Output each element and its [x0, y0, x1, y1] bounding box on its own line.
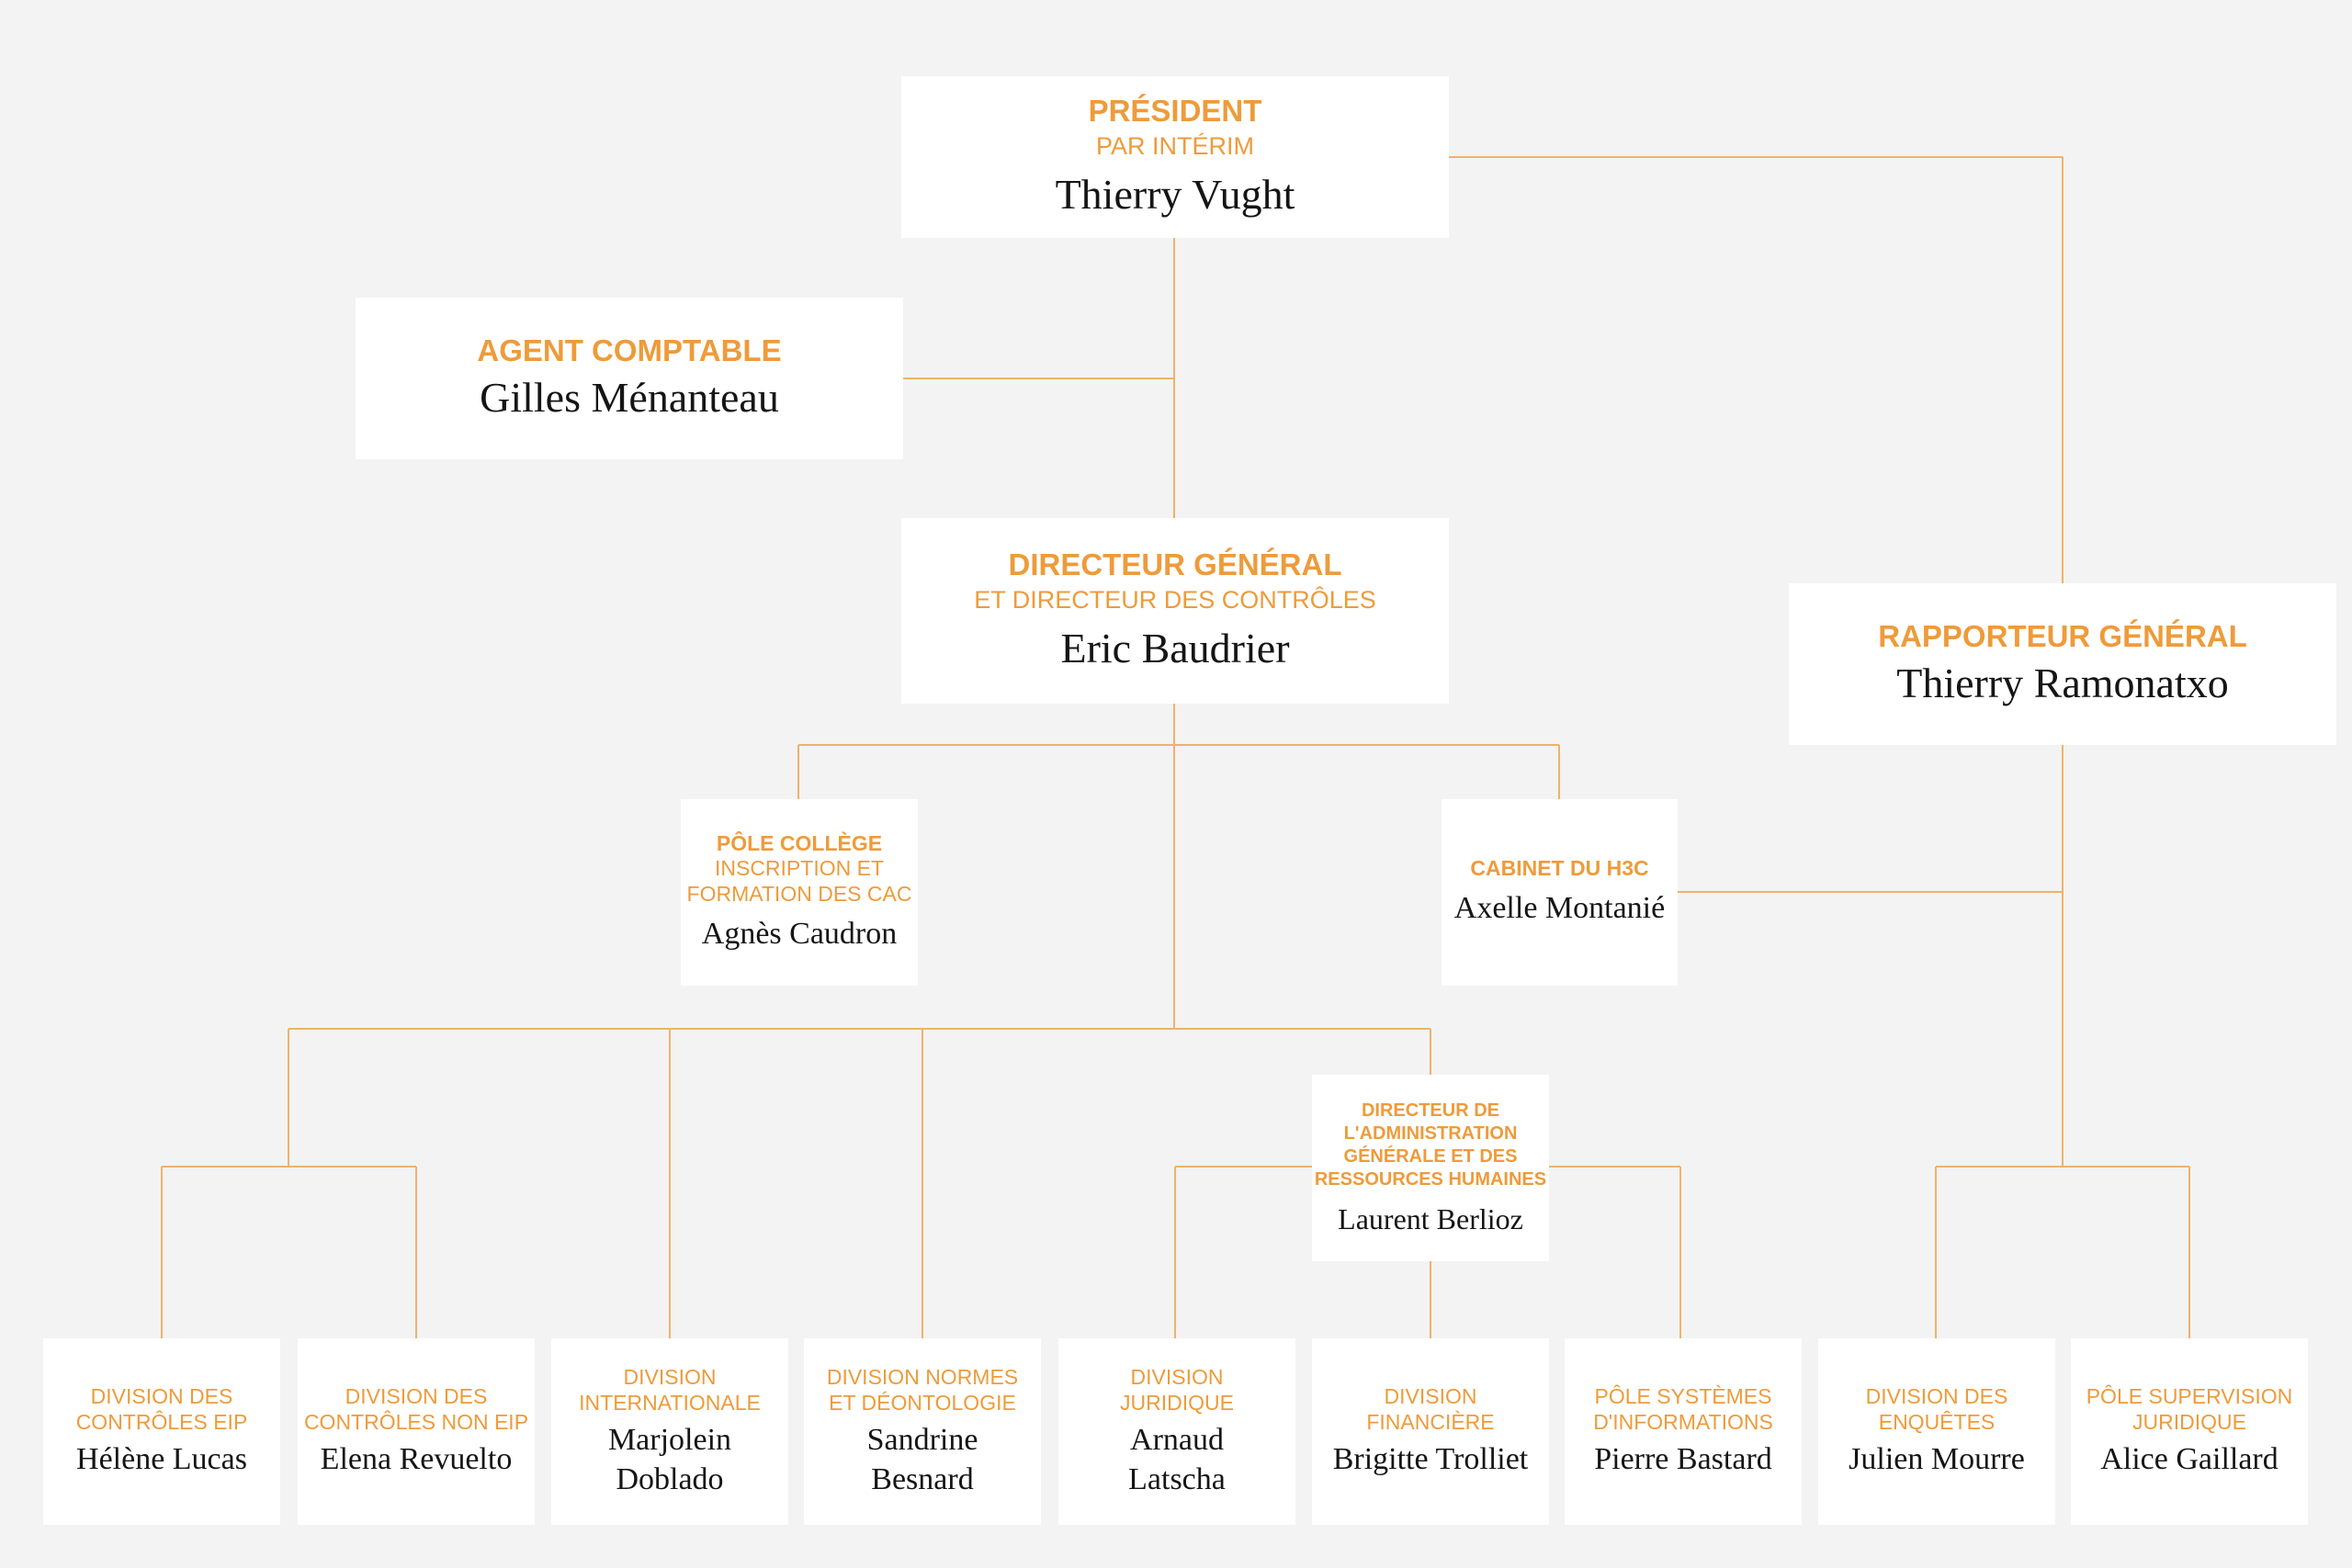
division-label-2: ENQUÊTES — [1878, 1410, 1996, 1435]
division-label-1: DIVISION NORMES — [826, 1364, 1019, 1389]
agent-comptable-role: AGENT COMPTABLE — [477, 333, 782, 368]
division-label-2: JURIDIQUE — [1120, 1391, 1234, 1415]
directeur-general-role: DIRECTEUR GÉNÉRAL — [1008, 547, 1342, 582]
division-label-1: DIVISION — [1130, 1364, 1224, 1389]
division-label-1: PÔLE SYSTÈMES — [1594, 1384, 1772, 1409]
division-head-name: Brigitte Trolliet — [1332, 1442, 1529, 1477]
division-head-name: Arnaud — [1130, 1423, 1224, 1458]
division-box: DIVISION DES CONTRÔLES EIP Hélène Lucas — [43, 1338, 280, 1525]
pole-college-role: PÔLE COLLÈGE — [716, 830, 883, 855]
division-box: DIVISION NORMES ET DÉONTOLOGIE Sandrine … — [804, 1338, 1041, 1525]
division-label-2: CONTRÔLES EIP — [75, 1410, 248, 1435]
division-box: DIVISION DES ENQUÊTES Julien Mourre — [1818, 1338, 2055, 1525]
division-head-name: Elena Revuelto — [320, 1442, 513, 1477]
division-head-name: Marjolein — [607, 1423, 732, 1458]
division-head-name: Alice Gaillard — [2100, 1442, 2278, 1477]
directeur-admin-role-1: DIRECTEUR DE — [1361, 1100, 1499, 1121]
division-label-2: CONTRÔLES NON EIP — [303, 1410, 529, 1435]
rapporteur-general-box: RAPPORTEUR GÉNÉRAL Thierry Ramonatxo — [1789, 583, 2336, 745]
division-label-1: PÔLE SUPERVISION — [2086, 1384, 2293, 1409]
directeur-admin-box: DIRECTEUR DE L'ADMINISTRATION GÉNÉRALE E… — [1312, 1075, 1549, 1261]
division-label-1: DIVISION DES — [1865, 1384, 2008, 1409]
division-label-1: DIVISION — [623, 1364, 717, 1389]
president-role: PRÉSIDENT — [1088, 94, 1262, 129]
directeur-general-subtitle: ET DIRECTEUR DES CONTRÔLES — [974, 585, 1376, 614]
pole-college-subtitle-2: FORMATION DES CAC — [686, 882, 912, 907]
cabinet-name: Axelle Montanié — [1453, 891, 1666, 926]
division-label-2: JURIDIQUE — [2132, 1410, 2246, 1435]
agent-comptable-box: AGENT COMPTABLE Gilles Ménanteau — [356, 298, 903, 459]
directeur-general-name: Eric Baudrier — [1060, 625, 1290, 672]
division-label-2: D'INFORMATIONS — [1593, 1410, 1773, 1435]
agent-comptable-name: Gilles Ménanteau — [480, 374, 779, 422]
division-head-name: Hélène Lucas — [76, 1442, 247, 1477]
division-box: PÔLE SYSTÈMES D'INFORMATIONS Pierre Bast… — [1565, 1338, 1802, 1525]
division-box: PÔLE SUPERVISION JURIDIQUE Alice Gaillar… — [2071, 1338, 2308, 1525]
division-head-name-2: Besnard — [871, 1461, 974, 1496]
division-head-name: Julien Mourre — [1849, 1442, 2025, 1477]
division-label-2: FINANCIÈRE — [1366, 1410, 1495, 1435]
pole-college-name: Agnès Caudron — [701, 916, 898, 951]
directeur-admin-role-4: RESSOURCES HUMAINES — [1314, 1168, 1547, 1190]
division-head-name-2: Doblado — [616, 1461, 724, 1496]
directeur-general-box: DIRECTEUR GÉNÉRAL ET DIRECTEUR DES CONTR… — [901, 518, 1449, 704]
pole-college-box: PÔLE COLLÈGE INSCRIPTION ET FORMATION DE… — [681, 799, 918, 986]
division-box: DIVISION FINANCIÈRE Brigitte Trolliet — [1312, 1338, 1549, 1525]
directeur-admin-role-3: GÉNÉRALE ET DES — [1343, 1145, 1518, 1167]
division-label-2: ET DÉONTOLOGIE — [829, 1391, 1016, 1415]
cabinet-box: CABINET DU H3C Axelle Montanié — [1442, 799, 1678, 986]
rapporteur-general-role: RAPPORTEUR GÉNÉRAL — [1878, 619, 2247, 654]
division-label-2: INTERNATIONALE — [579, 1391, 761, 1415]
directeur-admin-role-2: L'ADMINISTRATION — [1343, 1122, 1518, 1144]
division-box: DIVISION INTERNATIONALE Marjolein Doblad… — [551, 1338, 788, 1525]
division-label-1: DIVISION DES — [90, 1384, 233, 1409]
president-box: PRÉSIDENT PAR INTÉRIM Thierry Vught — [901, 76, 1449, 238]
division-head-name-2: Latscha — [1128, 1461, 1226, 1496]
division-label-1: DIVISION DES — [345, 1384, 488, 1409]
president-subtitle: PAR INTÉRIM — [1095, 131, 1254, 160]
division-label-1: DIVISION — [1384, 1384, 1477, 1409]
pole-college-subtitle-1: INSCRIPTION ET — [714, 856, 884, 881]
division-head-name: Pierre Bastard — [1594, 1442, 1772, 1477]
president-name: Thierry Vught — [1055, 171, 1295, 219]
division-head-name: Sandrine — [866, 1423, 978, 1458]
cabinet-role: CABINET DU H3C — [1470, 856, 1649, 881]
division-box: DIVISION JURIDIQUE Arnaud Latscha — [1058, 1338, 1295, 1525]
directeur-admin-name: Laurent Berlioz — [1338, 1201, 1523, 1235]
rapporteur-general-name: Thierry Ramonatxo — [1896, 660, 2229, 707]
division-box: DIVISION DES CONTRÔLES NON EIP Elena Rev… — [298, 1338, 535, 1525]
